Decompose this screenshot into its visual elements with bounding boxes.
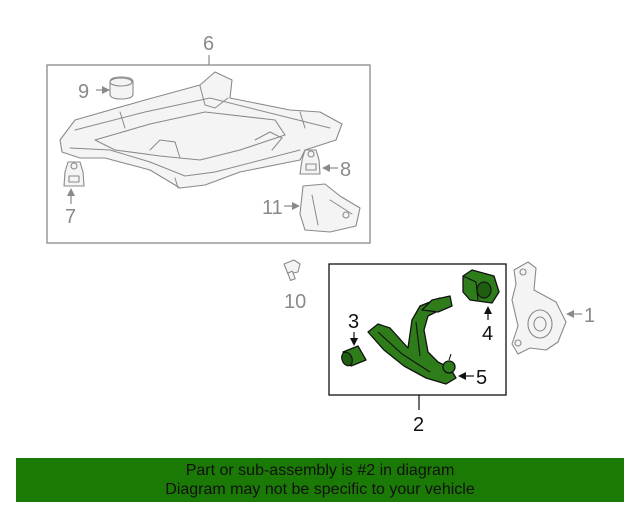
bracket-part-11[interactable] <box>299 183 361 233</box>
arrow-7 <box>67 188 75 196</box>
bolt-part-10[interactable] <box>283 259 301 281</box>
arrow-4 <box>484 306 492 314</box>
mount-part-7[interactable] <box>63 161 85 187</box>
arrow-5 <box>458 372 466 380</box>
bushing-part-4[interactable] <box>462 269 500 304</box>
callout-1[interactable]: 1 <box>584 305 595 327</box>
callout-7[interactable]: 7 <box>65 206 76 228</box>
callout-11[interactable]: 11 <box>262 197 283 219</box>
arrow-1 <box>566 310 574 318</box>
callout-6[interactable]: 6 <box>203 33 214 55</box>
arrow-9 <box>102 86 110 94</box>
lower-control-arm-part[interactable] <box>367 295 457 385</box>
callout-10[interactable]: 10 <box>284 291 306 313</box>
footer-line-2: Diagram may not be specific to your vehi… <box>165 481 475 498</box>
mount-part-8[interactable] <box>299 149 321 175</box>
arrow-8 <box>322 164 330 172</box>
crossmember-part[interactable] <box>59 71 343 189</box>
control-arm-group-box <box>328 263 507 396</box>
bushing-part-3[interactable] <box>340 345 367 367</box>
callout-9[interactable]: 9 <box>78 81 89 103</box>
footer-banner: Part or sub-assembly is #2 in diagram Di… <box>16 458 624 502</box>
callout-2[interactable]: 2 <box>413 414 424 436</box>
arrow-11 <box>292 202 300 210</box>
callout-8[interactable]: 8 <box>340 159 351 181</box>
callout-3[interactable]: 3 <box>348 311 359 333</box>
pad-part-9[interactable] <box>109 76 134 100</box>
knuckle-part-1[interactable] <box>511 261 567 355</box>
callout-4[interactable]: 4 <box>482 323 493 345</box>
callout-5[interactable]: 5 <box>476 367 487 389</box>
footer-line-1: Part or sub-assembly is #2 in diagram <box>185 462 455 479</box>
ball-joint-part-5[interactable] <box>442 353 456 374</box>
arrow-3 <box>350 338 358 346</box>
